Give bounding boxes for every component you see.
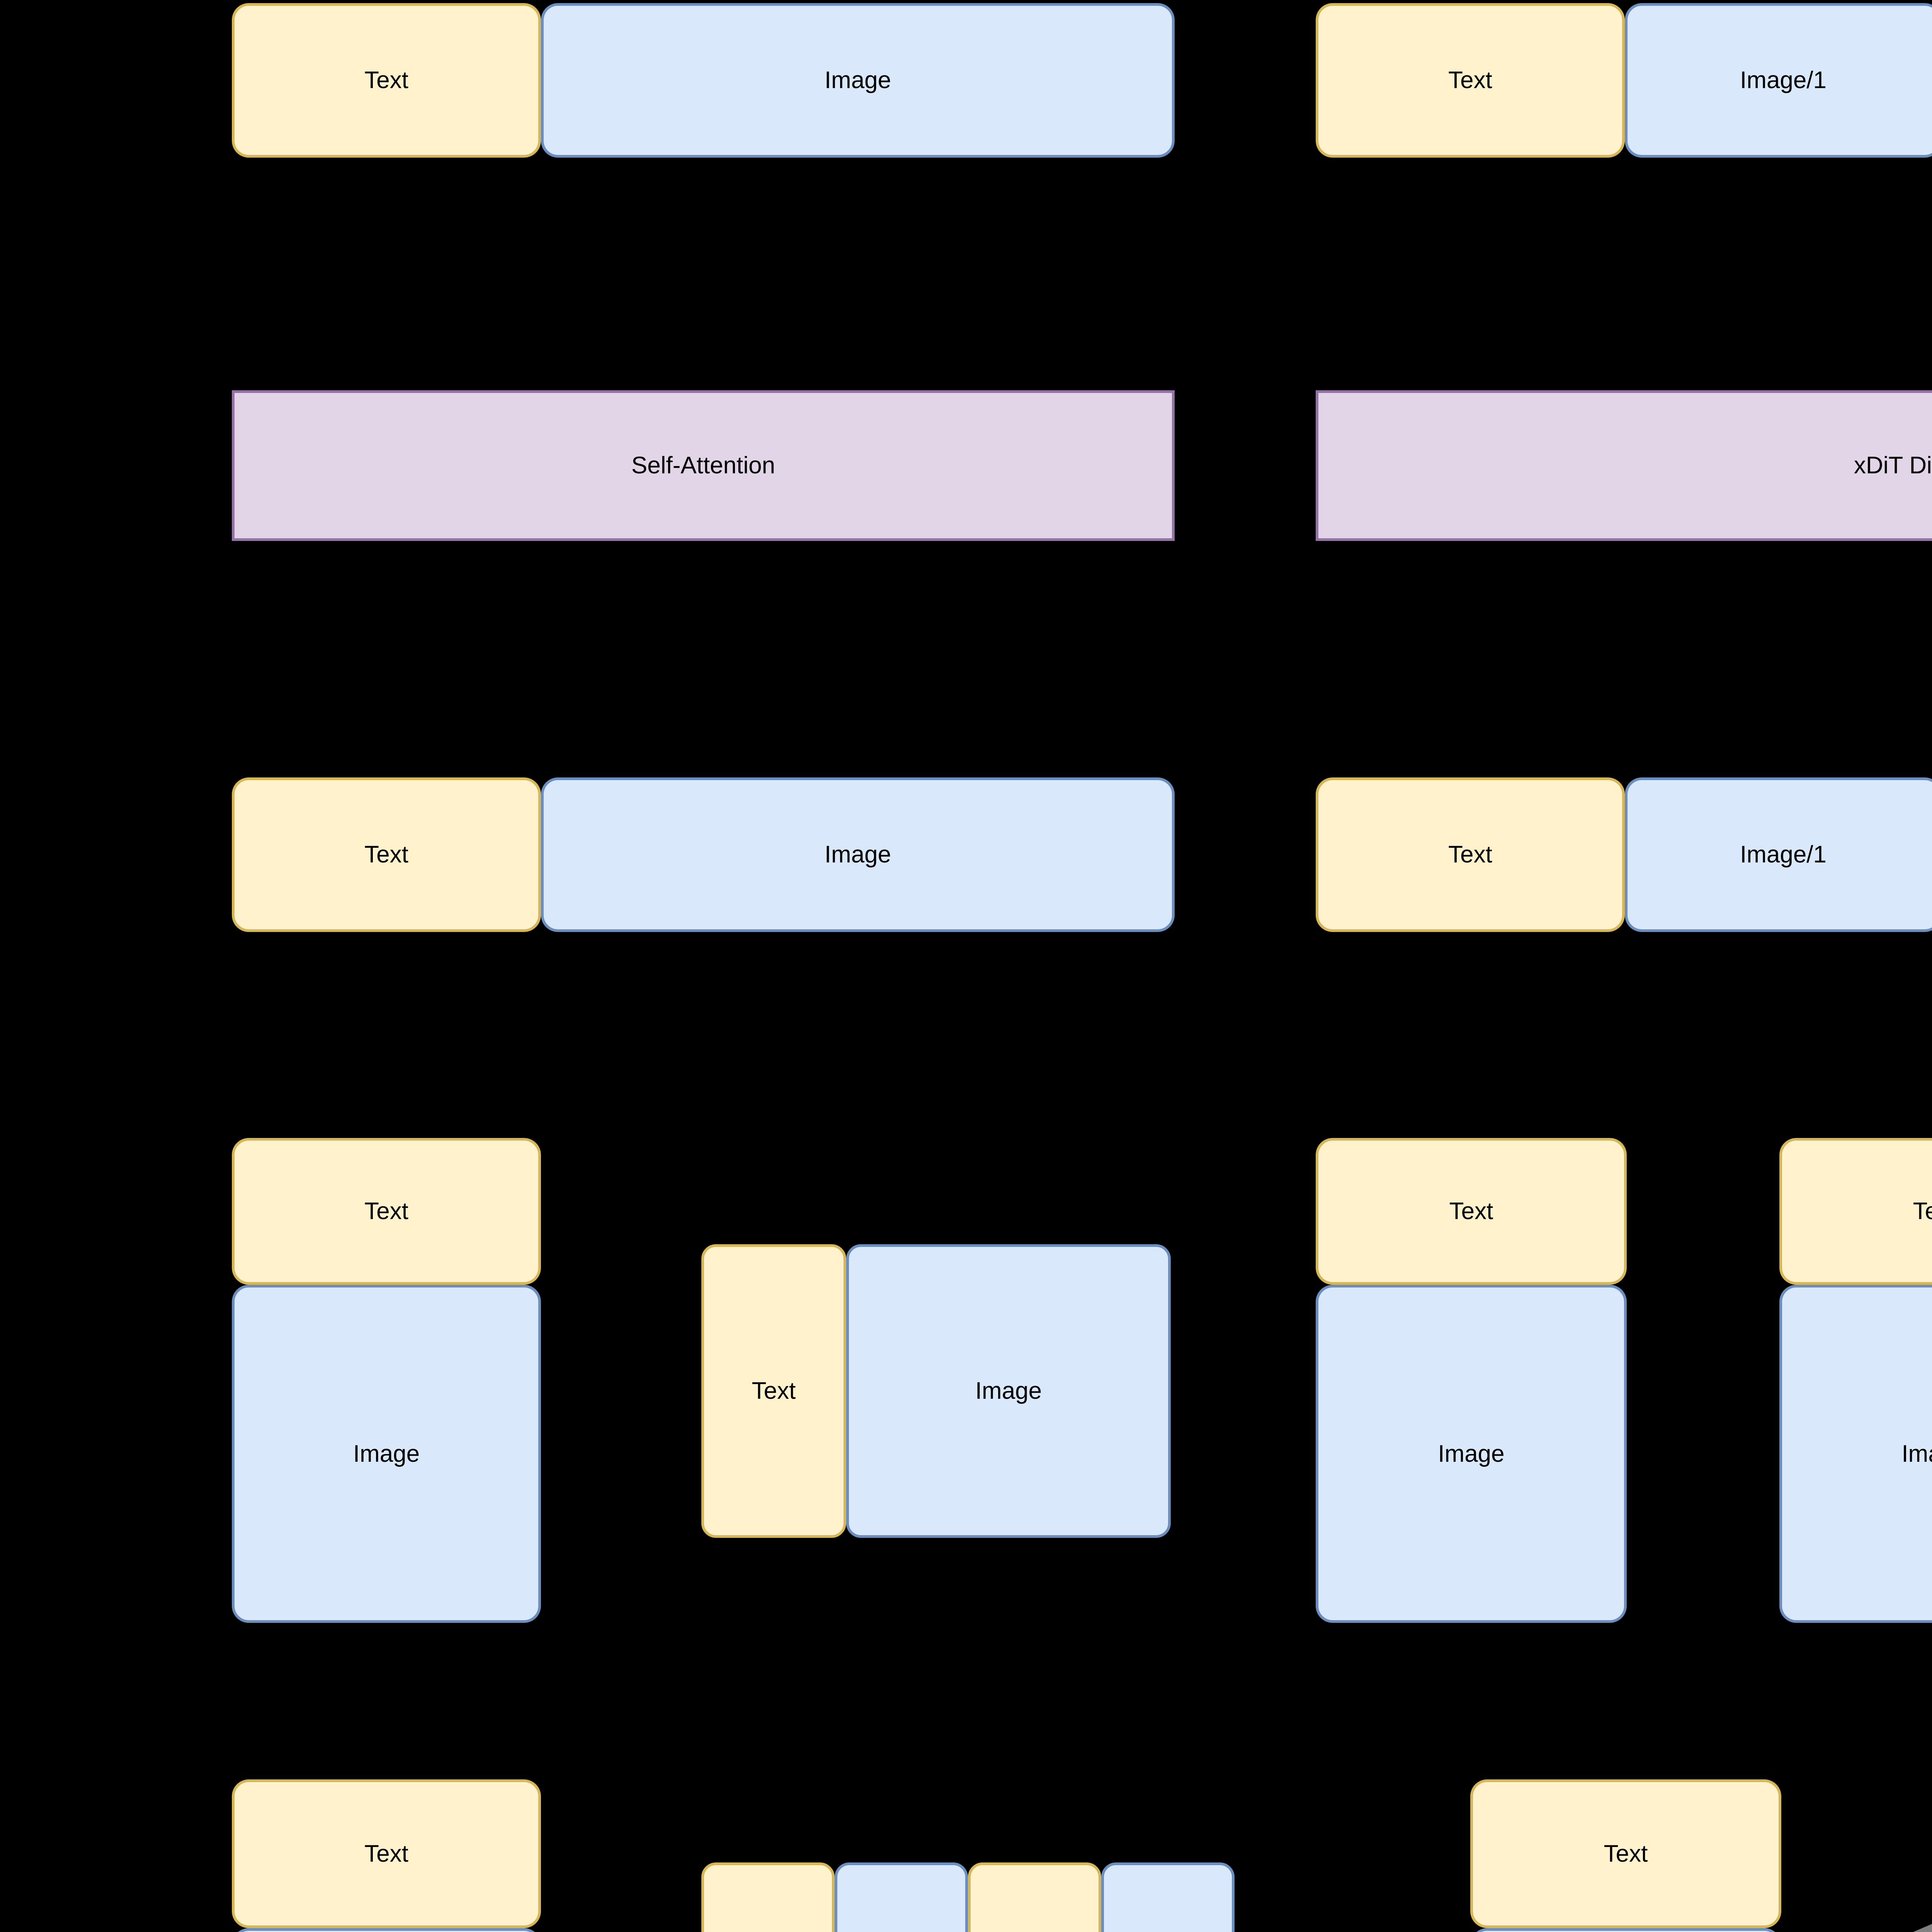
node-label: Image/1: [1740, 841, 1827, 868]
row4-group4-image-block[interactable]: Image: [1779, 1285, 1932, 1623]
node-label: Text: [1913, 1198, 1932, 1225]
row4-group1-text-block[interactable]: Text: [232, 1138, 541, 1285]
node-label: Text: [1604, 1840, 1648, 1867]
row5-group3-image-shard-1-block[interactable]: Image/1: [1470, 1928, 1781, 1932]
node-label: Image: [1438, 1440, 1505, 1467]
node-label: Image/1: [1740, 67, 1827, 94]
row3-group1-text-block[interactable]: Text: [232, 777, 541, 932]
node-label: xDiT Distributed Self-Attention: [1854, 452, 1932, 479]
node-label: Text: [364, 841, 408, 868]
row4-group3-text-block[interactable]: Text: [1316, 1138, 1627, 1285]
row5-group2-image-shard-2-block[interactable]: Image /2: [1101, 1862, 1235, 1932]
row1-group2-text-block[interactable]: Text: [1316, 3, 1625, 158]
node-label: Image: [824, 841, 891, 868]
row5-group3-text-block-a[interactable]: Text: [1470, 1779, 1781, 1928]
self-attention-bar[interactable]: Self-Attention: [232, 390, 1175, 541]
node-label: Image: [975, 1378, 1042, 1405]
row3-group2-text-block[interactable]: Text: [1316, 777, 1625, 932]
row4-group1-image-block[interactable]: Image: [232, 1285, 541, 1623]
row5-group2-image-shard-1-block[interactable]: Image /1: [835, 1862, 968, 1932]
node-label: Text: [1448, 67, 1492, 94]
row1-group1-text-block[interactable]: Text: [232, 3, 541, 158]
row1-group2-image-shard-1-block[interactable]: Image/1: [1625, 3, 1932, 158]
row3-group1-image-block[interactable]: Image: [541, 777, 1175, 932]
node-label: Self-Attention: [631, 452, 776, 479]
row1-group1-image-block[interactable]: Image: [541, 3, 1175, 158]
row4-group4-text-block[interactable]: Text: [1779, 1138, 1932, 1285]
node-label: Text: [364, 1198, 408, 1225]
row4-group3-image-block[interactable]: Image: [1316, 1285, 1627, 1623]
connector-arrow-5: [1917, 1677, 1932, 1932]
xdit-distributed-self-attention-bar[interactable]: xDiT Distributed Self-Attention: [1316, 390, 1932, 541]
row5-group2-text-block-a[interactable]: Text: [701, 1862, 835, 1932]
row5-group1-text-block-a[interactable]: Text: [232, 1779, 541, 1928]
row5-group2-text-block-b[interactable]: Text: [968, 1862, 1101, 1932]
row4-group2-image-block[interactable]: Image: [846, 1244, 1171, 1538]
connector-arrow-6: [1917, 1816, 1932, 1932]
row4-group2-text-block[interactable]: Text: [701, 1244, 846, 1538]
node-label: Text: [1448, 841, 1492, 868]
row3-group2-image-shard-1-block[interactable]: Image/1: [1625, 777, 1932, 932]
node-label: Text: [364, 1840, 408, 1867]
node-label: Text: [364, 67, 408, 94]
node-label: Image: [824, 67, 891, 94]
node-label: Image: [1901, 1440, 1932, 1467]
node-label: Text: [752, 1378, 796, 1405]
row5-group1-image-shard-1-block[interactable]: Image/1: [232, 1928, 541, 1932]
node-label: Text: [1449, 1198, 1493, 1225]
node-label: Image: [353, 1440, 420, 1467]
